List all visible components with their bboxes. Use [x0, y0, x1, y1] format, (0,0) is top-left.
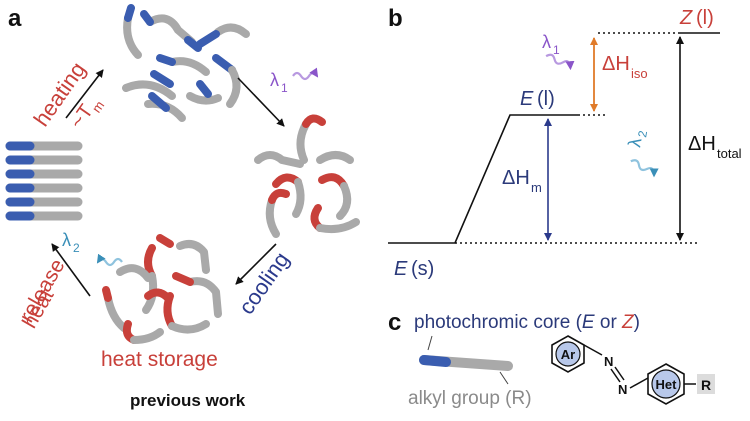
lambda2-wave-icon	[96, 253, 123, 267]
single-molecule-icon	[419, 355, 513, 371]
state-z-label: Z (l)	[679, 7, 714, 29]
het-ring-label: Het	[656, 377, 678, 392]
azo-n2-label: N	[618, 382, 627, 397]
lambda2-b-label: λ 2	[624, 129, 650, 148]
svg-text:λ: λ	[542, 32, 551, 52]
tm-label: ~T m	[66, 98, 107, 133]
svg-text:1: 1	[281, 81, 288, 95]
lambda1-wave-icon	[292, 67, 319, 81]
heat-storage-label: heat storage	[101, 348, 218, 371]
panel-a-label: a	[8, 5, 22, 32]
lambda1-b-wave-icon	[545, 53, 575, 71]
heating-arrow	[65, 69, 104, 119]
svg-text:λ: λ	[270, 70, 279, 90]
svg-text:Z: Z	[679, 7, 693, 29]
photochromic-core-label: photochromic core (E or Z)	[414, 312, 640, 333]
svg-text:ΔH: ΔH	[502, 167, 530, 189]
core-pointer-line	[427, 335, 433, 351]
svg-text:2: 2	[73, 241, 80, 255]
previous-work-label: previous work	[130, 391, 246, 410]
alkyl-group-label: alkyl group (R)	[408, 388, 532, 409]
r-substituent-label: R	[701, 377, 711, 393]
svg-text:E: E	[520, 88, 534, 110]
heat-release-arrow	[51, 243, 91, 297]
svg-text:λ: λ	[624, 136, 645, 148]
panel-b-label: b	[388, 5, 403, 32]
lambda2-cycle-label: λ 2	[62, 230, 80, 255]
azo-structure: Ar N N Het R	[551, 335, 715, 405]
cooling-label: cooling	[234, 247, 294, 318]
svg-text:λ: λ	[62, 230, 71, 250]
liquid-e-chains	[122, 4, 250, 122]
dh-m-label: ΔH m	[502, 167, 542, 195]
azo-n1-label: N	[604, 354, 613, 369]
cooling-arrow	[235, 243, 277, 285]
svg-text:(s): (s)	[411, 258, 434, 280]
liquid-z-chains-right	[254, 114, 360, 238]
svg-text:m: m	[531, 180, 542, 195]
dh-iso-label: ΔH iso	[602, 53, 648, 81]
dh-total-label: ΔH total	[688, 133, 742, 161]
crystal-stack	[5, 141, 83, 221]
svg-text:iso: iso	[631, 66, 648, 81]
svg-text:(l): (l)	[537, 88, 555, 110]
ar-ring-label: Ar	[561, 347, 575, 362]
lambda1-b-label: λ 1	[542, 32, 560, 57]
svg-text:1: 1	[553, 43, 560, 57]
svg-text:ΔH: ΔH	[688, 133, 716, 155]
energy-profile-line	[388, 114, 578, 244]
svg-text:2: 2	[635, 129, 650, 138]
alkyl-pointer-line	[499, 371, 509, 385]
state-e-liquid-label: E (l)	[520, 88, 555, 110]
lambda1-cycle-arrow	[237, 77, 285, 127]
svg-text:E: E	[394, 258, 408, 280]
state-e-solid-label: E (s)	[394, 258, 434, 280]
svg-text:(l): (l)	[696, 7, 714, 29]
panel-c-label: c	[388, 309, 401, 336]
lambda1-cycle-label: λ 1	[270, 70, 288, 95]
svg-text:ΔH: ΔH	[602, 53, 630, 75]
lambda2-b-wave-icon	[630, 159, 659, 178]
svg-text:total: total	[717, 146, 742, 161]
liquid-z-chains-bottom	[102, 234, 222, 344]
